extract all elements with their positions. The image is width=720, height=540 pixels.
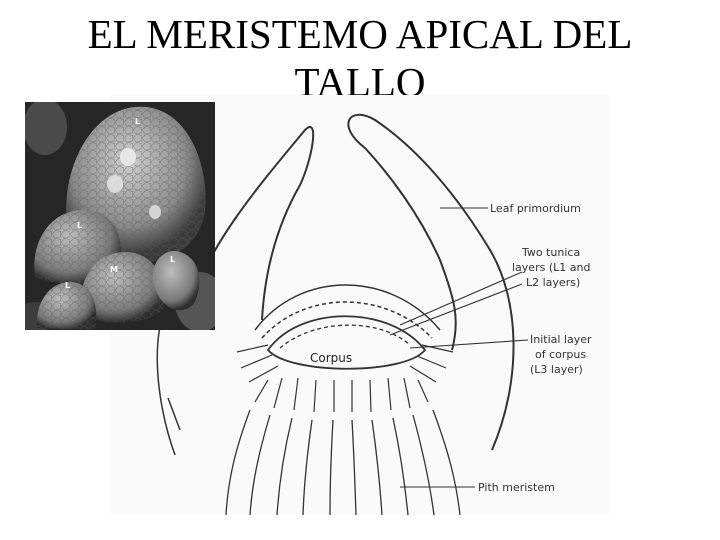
sem-micrograph-image: L L M L L [25,102,215,330]
side-growth-arrows [236,344,454,383]
sem-label-leaf-left: L [77,221,82,230]
sem-label-leaf-top: L [135,117,140,126]
label-initial-line-2: of corpus [535,348,586,361]
corpus-label: Corpus [310,351,352,365]
sem-label-leaf-bottom: L [65,281,70,290]
label-initial-line-1: Initial layer [530,333,592,346]
corpus-initial-layer [266,315,427,370]
slide-title-line-1: EL MERISTEMO APICAL DEL [87,11,633,57]
label-tunica-line-2: layers (L1 and [512,261,590,274]
pith-cell-files [225,409,461,516]
leader-lines [389,207,529,488]
tunica-layer-inner [261,301,433,339]
sem-label-leaf-right: L [170,255,175,264]
tunica-layer-outer [254,284,441,331]
slide-title: EL MERISTEMO APICAL DEL TALLO [20,10,700,106]
label-tunica-line-1: Two tunica [521,246,580,259]
label-tunica-line-3: L2 layers) [526,276,580,289]
corpus-dashed-layer [279,324,411,349]
sem-label-meristem: M [110,265,118,274]
label-initial-line-3: (L3 layer) [530,363,583,376]
pith-arrows [254,377,429,413]
leaf-primordium-right [347,113,515,451]
left-edge-mark [167,397,181,431]
leaf-primordium-left [191,126,315,321]
label-pith-meristem: Pith meristem [478,481,555,494]
sem-micrograph: L L M L L [25,102,215,330]
label-leaf-primordium: Leaf primordium [490,202,581,215]
